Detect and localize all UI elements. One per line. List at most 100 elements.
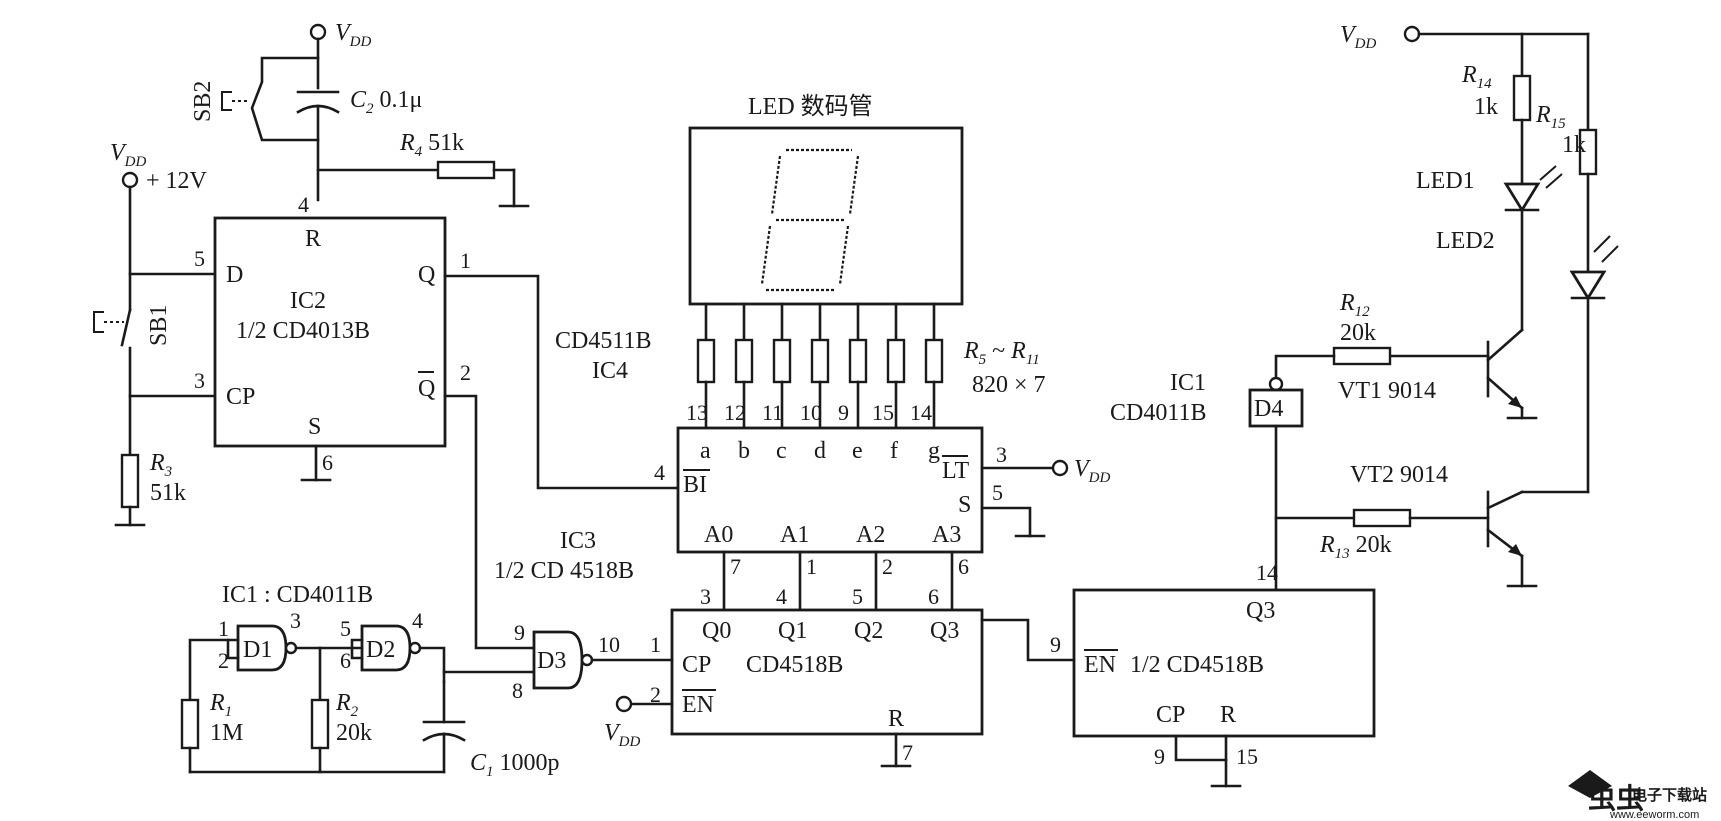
ic2-pin1: 1 [460,248,471,273]
ic4-address-label: A0 [704,522,733,548]
r1-ref: R1 [209,690,232,720]
ic4-pin-number: 14 [910,400,932,425]
segment-resistor [848,338,868,384]
r2-value: 20k [336,720,372,746]
watermark-logo: 虫虫 [1588,783,1644,814]
ic4-pin-number: 15 [872,400,894,425]
ic5-pin-r: R [1220,702,1236,728]
ic4-segment-label: c [776,438,787,464]
r14-resistor [1512,74,1532,122]
r5-11-value: 820 × 7 [972,372,1046,398]
ic4-pin4: 4 [654,460,665,485]
segment-resistor [696,338,716,384]
ic1-right-part: CD4011B [1110,400,1206,426]
ic3-q-label: Q0 [702,618,731,644]
ic5-pin-en: EN [1084,652,1116,678]
ic4-pin-number: 9 [838,400,849,425]
r14-ref: R14 [1461,62,1492,92]
ic3-q-pin-number: 3 [700,584,711,609]
ic2-pin-cp: CP [226,384,255,410]
ic2-pin6: 6 [322,450,333,475]
ic4-pin-number: 10 [800,400,822,425]
ic3-chip: CD4518B [746,652,843,678]
ic4-pin-s: S [958,492,971,518]
ic2-pin-d: D [226,262,243,288]
sb1-section: VDD + 12V SB1 R3 51k [93,140,217,527]
d2-pin4: 4 [412,608,423,633]
ic2-pin-s: S [308,414,321,440]
led1-diode [1503,182,1541,213]
ic4-address-label: A1 [780,522,809,548]
ic4-segment-label: f [890,438,898,464]
watermark-url: www.eeworm.com [1609,809,1699,821]
ic3-pin-en: EN [682,692,714,718]
ic2-flipflop: R 4 D 5 CP 3 Q 1 Q 2 S 6 IC2 1/2 CD4013B [194,192,680,650]
ic4-segment-label: g [928,438,940,464]
vdd-label: VDD [335,20,372,50]
ic3-pin-cp: CP [682,652,711,678]
ic3-pin7: 7 [902,740,913,765]
vt2-label: VT2 9014 [1350,462,1448,488]
ic4-address-pin-number: 7 [730,554,741,579]
display-title: LED 数码管 [748,93,873,120]
segment-resistor [924,338,944,384]
vdd-lt-terminal [1051,459,1069,477]
r13-resistor [1352,508,1412,528]
ic3-pin-r: R [888,706,904,732]
ic4-address-label: A3 [932,522,961,548]
vdd-en-label: VDD [604,720,641,750]
vdd-lt-label: VDD [1074,456,1111,486]
ic4-pin-number: 12 [724,400,746,425]
segment-resistor [734,338,754,384]
ic5-pin-cp: CP [1156,702,1185,728]
ic3-q-pin-number: 6 [928,584,939,609]
ic5-pin9b: 9 [1154,744,1165,769]
ic4-pin5: 5 [992,480,1003,505]
ic4-pin-bi: BI [683,472,707,498]
watermark: 虫虫 电子下载站 www.eeworm.com [1568,770,1707,821]
ic4-segment-label: d [814,438,826,464]
ic4-segment-label: a [700,438,711,464]
gate-d4-label: D4 [1254,396,1283,422]
gate-d1: D1 [243,637,272,663]
vdd-terminal [309,23,327,41]
sb2-label: SB2 [190,81,216,122]
ic2-pin-q: Q [418,262,435,288]
ic3-pin2: 2 [650,682,661,707]
ic2-pin3: 3 [194,368,205,393]
d1-pin3: 3 [290,608,301,633]
ic4-pin3: 3 [996,442,1007,467]
ic5-pin-q3: Q3 [1246,598,1275,624]
ic1-header: IC1 : CD4011B [222,582,373,608]
segment-resistor [772,338,792,384]
ic3-q-pin-number: 5 [852,584,863,609]
ic2-name: IC2 [290,288,326,314]
r3-resistor [120,453,140,509]
vdd-en-terminal [615,695,633,713]
d3-pin8: 8 [512,678,523,703]
ic3-q-label: Q3 [930,618,959,644]
r12-ref: R12 [1339,290,1370,320]
vdd-left-label: VDD [110,140,147,170]
ic3-pin1: 1 [650,632,661,657]
r1-value: 1M [210,720,243,746]
r15-ref: R15 [1535,102,1566,132]
ic2-pin-qbar: Q [418,376,435,402]
ic2-part: 1/2 CD4013B [236,318,370,344]
ic2-pin5: 5 [194,246,205,271]
ic1-right-name: IC1 [1170,370,1206,396]
r3-ref: R3 [149,450,172,480]
r4-resistor [436,160,496,180]
d3-pin10: 10 [598,632,620,657]
ic4-segment-label: e [852,438,863,464]
ic2-pin4: 4 [298,192,309,217]
